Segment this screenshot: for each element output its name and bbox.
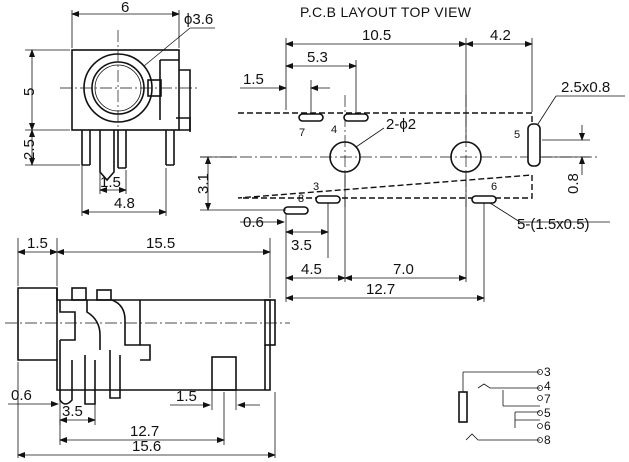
pad-height-dim: 0.8 <box>565 173 582 194</box>
hole-count-dim: 2-ϕ2 <box>386 116 416 133</box>
schematic-pin-6: 6 <box>544 419 551 433</box>
schematic: 3 4 7 5 6 8 <box>458 365 551 447</box>
side-pin-offset-dim: 3.5 <box>62 403 83 420</box>
schematic-pin-5: 5 <box>544 406 551 420</box>
hole-diameter-dim: ϕ3.6 <box>184 11 213 28</box>
pad-pitch-small-dim: 1.5 <box>243 71 264 88</box>
pad-spacing-dim: 4.5 <box>301 261 322 278</box>
side-length-dim: 15.5 <box>146 235 175 252</box>
pcb-width-dim: 10.5 <box>362 27 391 44</box>
pad-label-3: 3 <box>313 181 319 193</box>
front-height-dim: 5 <box>21 88 38 96</box>
side-overall-dim: 15.6 <box>132 438 161 455</box>
vertical-offset-dim: 3.1 <box>195 173 212 194</box>
pin-span-dim: 4.8 <box>114 195 135 212</box>
front-width-dim: 6 <box>121 0 129 16</box>
side-pin-span-dim: 12.7 <box>130 423 159 440</box>
schematic-pin-3: 3 <box>544 365 551 379</box>
pcb-layout-title: P.C.B LAYOUT TOP VIEW <box>300 4 472 20</box>
pad-size-dim: 5-(1.5x0.5) <box>517 216 590 233</box>
pad-width-dim: 0.6 <box>243 214 264 231</box>
pcb-total-dim: 12.7 <box>366 281 395 298</box>
schematic-pin-4: 4 <box>544 379 551 393</box>
pad-label-5: 5 <box>514 129 520 141</box>
side-front-dim: 1.5 <box>27 235 48 252</box>
pad-label-4: 4 <box>331 124 337 136</box>
schematic-pin-8: 8 <box>544 433 551 447</box>
pin-pitch-dim: 1.5 <box>100 174 121 191</box>
pcb-layout: P.C.B LAYOUT TOP VIEW 7 4 5 8 3 6 10.5 4… <box>195 4 625 302</box>
pcb-right-dim: 4.2 <box>490 27 511 44</box>
pad-label-6: 6 <box>491 181 497 193</box>
side-view: 1.5 15.5 0.6 3.5 1.5 12.7 15.6 <box>5 235 290 458</box>
front-lower-dim: 2.5 <box>21 139 38 160</box>
pad-label-7: 7 <box>299 127 305 139</box>
pad-label-8: 8 <box>298 193 304 205</box>
slot-size-dim: 2.5x0.8 <box>561 79 610 96</box>
pad-offset-dim: 5.3 <box>307 49 328 66</box>
side-pin-width-dim: 0.6 <box>11 387 32 404</box>
schematic-pin-7: 7 <box>544 392 551 406</box>
pad-pitch-dim: 3.5 <box>291 237 312 254</box>
hole-spacing-dim: 7.0 <box>393 261 414 278</box>
side-pin-small-dim: 1.5 <box>176 388 197 405</box>
front-view: 6 ϕ3.6 5 2.5 1.5 4.8 <box>21 0 215 216</box>
